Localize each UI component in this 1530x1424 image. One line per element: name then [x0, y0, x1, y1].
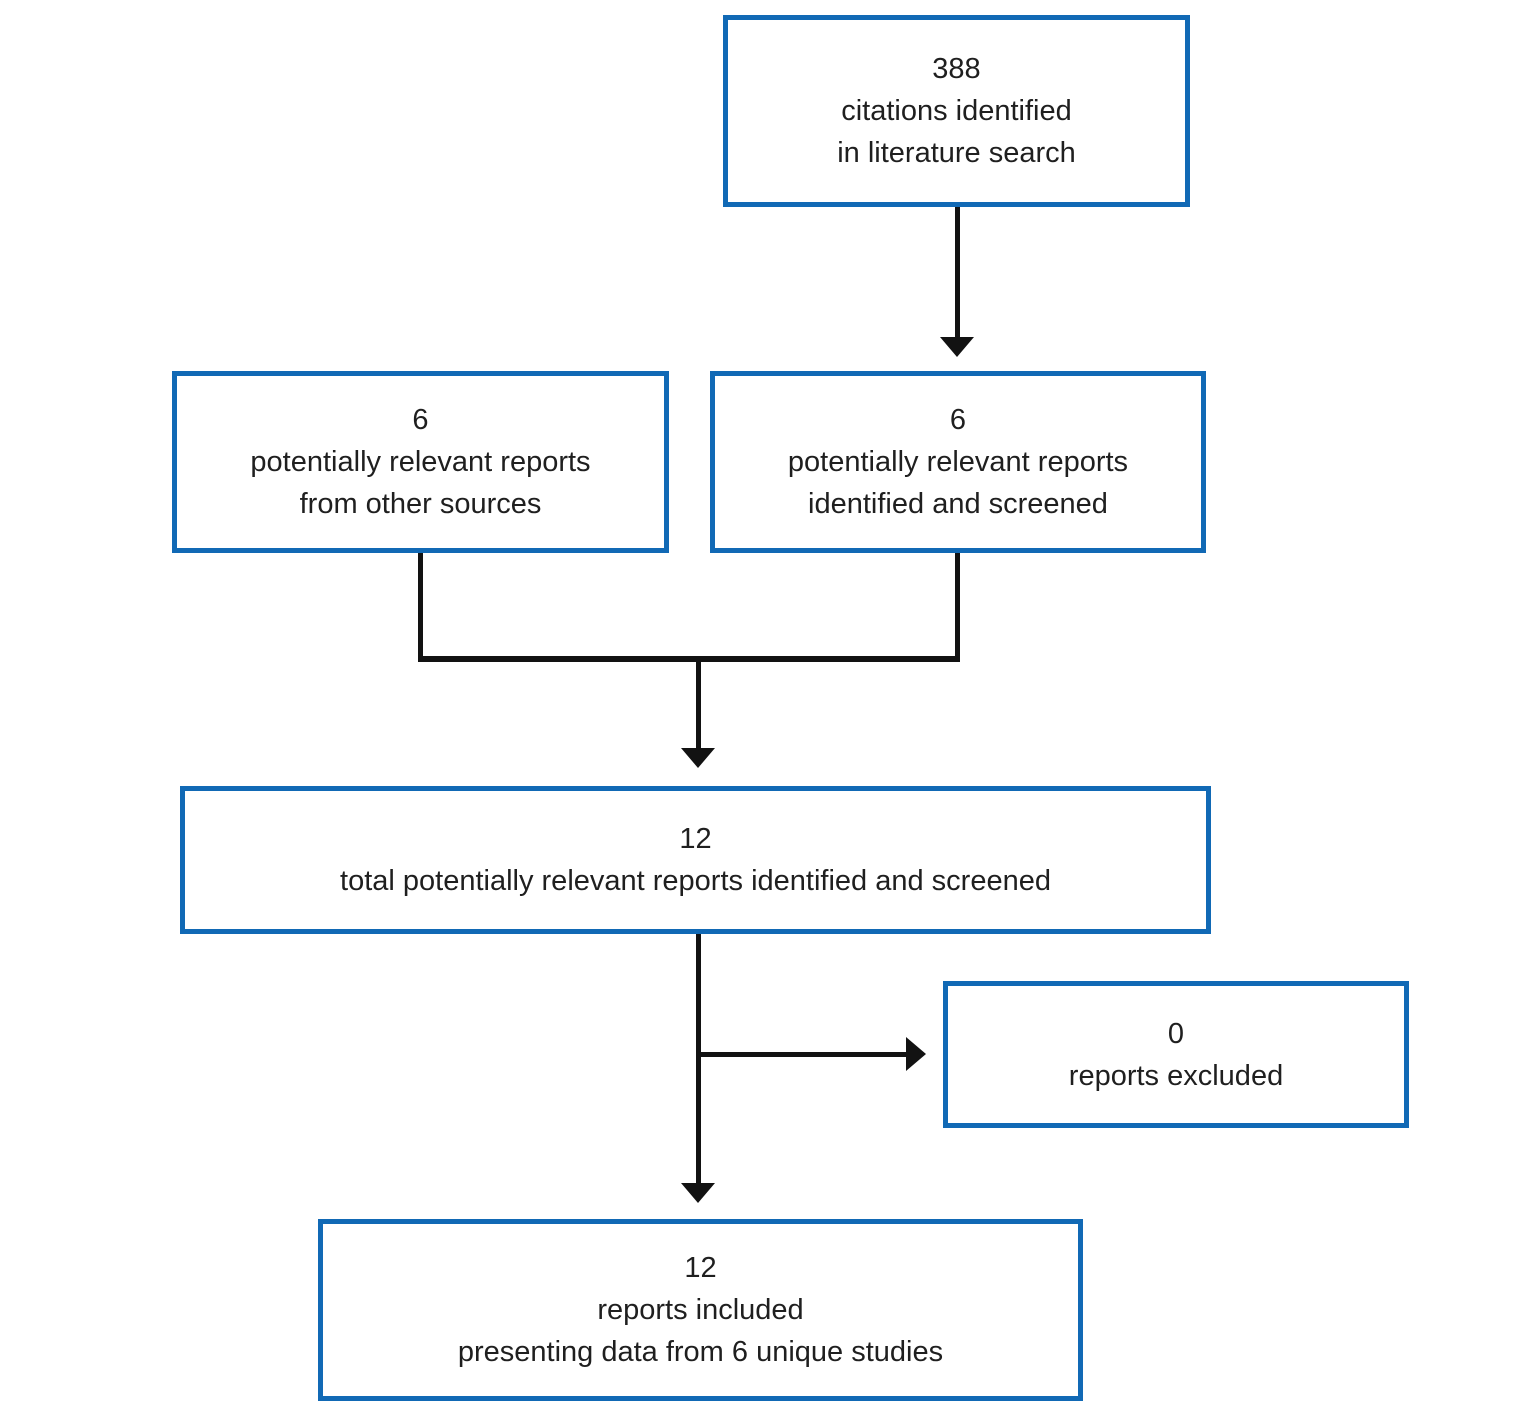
connector-screened-drop [955, 553, 960, 662]
box-label-line: potentially relevant reports [250, 446, 591, 478]
arrowhead-down-icon [681, 748, 715, 768]
box-label-line: potentially relevant reports [787, 446, 1129, 478]
arrowhead-right-icon [906, 1037, 926, 1071]
box-label-line: total potentially relevant reports ident… [340, 865, 1051, 897]
connector-merge-bar [418, 656, 960, 662]
box-label-line: reports included [597, 1294, 804, 1326]
box-label-line: in literature search [837, 137, 1076, 169]
arrowhead-down-icon [681, 1183, 715, 1203]
box-label-line: from other sources [299, 488, 542, 520]
connector-citations-to-screened [955, 207, 960, 339]
box-count: 6 [412, 404, 429, 436]
box-count: 6 [949, 404, 967, 436]
box-count: 388 [932, 53, 981, 85]
box-count: 0 [1167, 1017, 1185, 1050]
connector-merge-to-total [696, 656, 701, 750]
box-count: 12 [684, 1252, 717, 1284]
box-reports-other-sources: 6 potentially relevant reports from othe… [172, 371, 669, 553]
box-label-line: identified and screened [808, 488, 1108, 520]
box-total-reports-screened: 12 total potentially relevant reports id… [180, 786, 1211, 934]
box-reports-excluded: 0 reports excluded [943, 981, 1409, 1128]
box-reports-identified-screened: 6 potentially relevant reports identifie… [710, 371, 1206, 553]
box-reports-included: 12 reports included presenting data from… [318, 1219, 1083, 1401]
connector-other-sources-drop [418, 553, 423, 662]
arrowhead-down-icon [940, 337, 974, 357]
box-label-line: presenting data from 6 unique studies [457, 1336, 944, 1368]
box-label-line: reports excluded [1068, 1059, 1284, 1092]
box-count: 12 [679, 823, 712, 855]
box-label-line: citations identified [841, 95, 1072, 127]
connector-total-to-included [696, 934, 701, 1185]
connector-branch-to-excluded [696, 1052, 908, 1057]
box-citations-identified: 388 citations identified in literature s… [723, 15, 1190, 207]
